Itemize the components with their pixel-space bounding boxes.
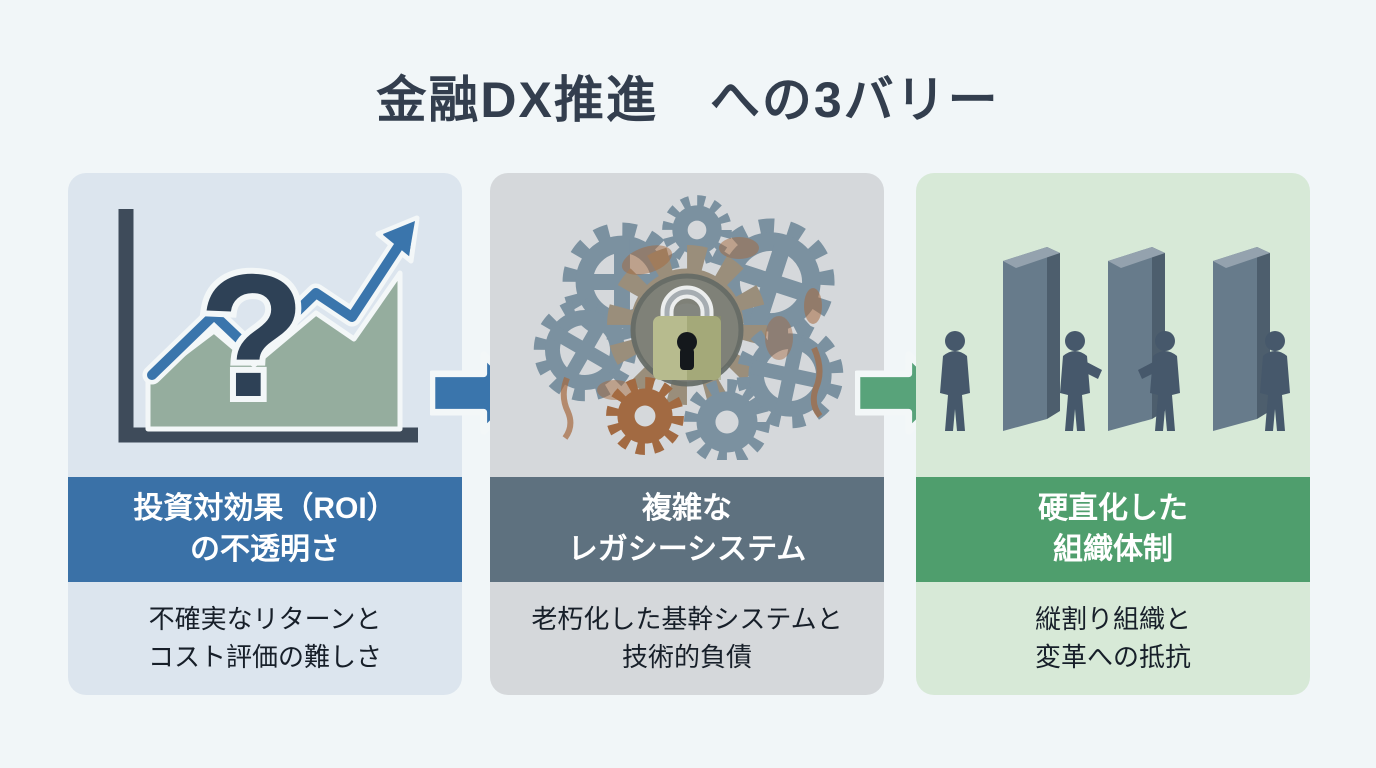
card-legacy-system-barrier: 複雑な レガシーシステム 老朽化した基幹システムと 技術的負債 [490, 173, 884, 695]
card-description-organization: 縦割り組織と 変革への抵抗 [1034, 603, 1191, 672]
card-description-legacy: 老朽化した基幹システムと 技術的負債 [531, 603, 843, 672]
walls-people-graphic [940, 246, 1290, 431]
card-rigid-organization-barrier: 硬直化した 組織体制 縦割り組織と 変革への抵抗 [916, 173, 1310, 695]
page-title: 金融DX推進 への3バリー [376, 72, 1000, 128]
card-description-roi: 不確実なリターンと コスト評価の難しさ [147, 603, 382, 672]
card-roi-barrier: ? 投資対効果（ROI） の不透明さ 不確実なリターンと コスト評価の難しさ [68, 173, 462, 695]
card-title-organization: 硬直化した 組織体制 [916, 477, 1310, 582]
gears-padlock-graphic [527, 190, 847, 460]
uncertain-roi-chart-icon: ? [68, 173, 462, 477]
card-title-legacy: 複雑な レガシーシステム [490, 477, 884, 582]
card-title-roi: 投資対効果（ROI） の不透明さ [68, 477, 462, 582]
silo-walls-people-icon [916, 173, 1310, 477]
rusty-gears-lock-icon [490, 173, 884, 477]
chart-question-arrow-graphic: ? [118, 208, 420, 442]
svg-text:?: ? [199, 239, 306, 434]
